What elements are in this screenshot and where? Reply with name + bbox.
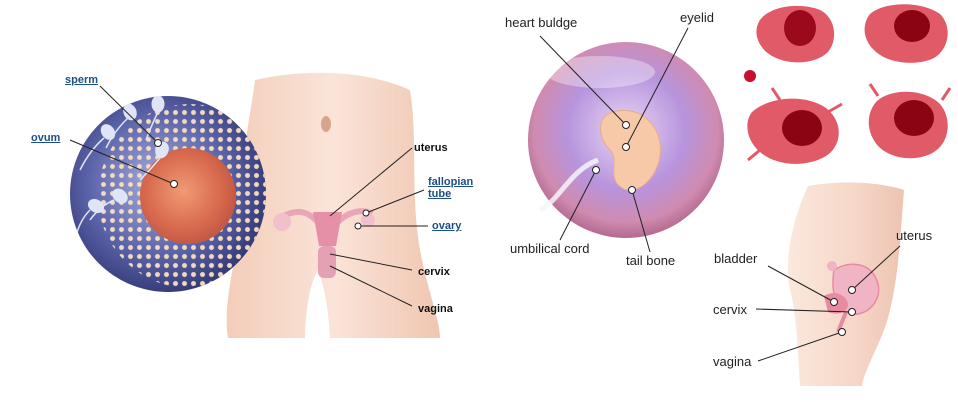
label-uterus-side: uterus bbox=[896, 228, 933, 243]
conception-leader-lines bbox=[69, 85, 428, 307]
label-sperm: sperm bbox=[65, 74, 99, 86]
female-torso bbox=[226, 72, 440, 338]
label-heart-bulge: heart buldge bbox=[505, 15, 578, 30]
label-ovum: ovum bbox=[31, 132, 61, 144]
label-cervix-side: cervix bbox=[713, 302, 747, 317]
blood-drop-3 bbox=[747, 87, 843, 164]
blood-drop-2 bbox=[864, 4, 948, 63]
label-umbilical-cord: umbilical cord bbox=[510, 241, 590, 256]
pelvis-leader-lines bbox=[755, 245, 901, 362]
label-bladder: bladder bbox=[714, 251, 758, 266]
blood-droplet bbox=[744, 70, 756, 82]
embryo-leader-lines bbox=[539, 27, 689, 253]
label-eyelid: eyelid bbox=[680, 10, 714, 25]
blood-drop-4 bbox=[868, 83, 952, 159]
label-cervix-front: cervix bbox=[418, 266, 450, 278]
label-fallopian-tube-line2: tube bbox=[428, 188, 452, 200]
label-ovary: ovary bbox=[432, 220, 462, 232]
ovum-cell bbox=[75, 96, 266, 288]
label-fallopian-tube: fallopian tube bbox=[428, 176, 473, 200]
label-vagina-side: vagina bbox=[713, 354, 752, 369]
blood-drops bbox=[744, 4, 952, 164]
uterus-organ bbox=[273, 208, 375, 278]
embryo bbox=[538, 109, 661, 213]
navel bbox=[321, 116, 331, 132]
label-tail-bone: tail bone bbox=[626, 253, 676, 268]
label-fallopian-tube-line1: fallopian bbox=[428, 176, 474, 188]
blood-drop-1 bbox=[756, 5, 835, 63]
label-uterus-front: uterus bbox=[414, 142, 448, 154]
label-vagina-front: vagina bbox=[418, 303, 453, 315]
